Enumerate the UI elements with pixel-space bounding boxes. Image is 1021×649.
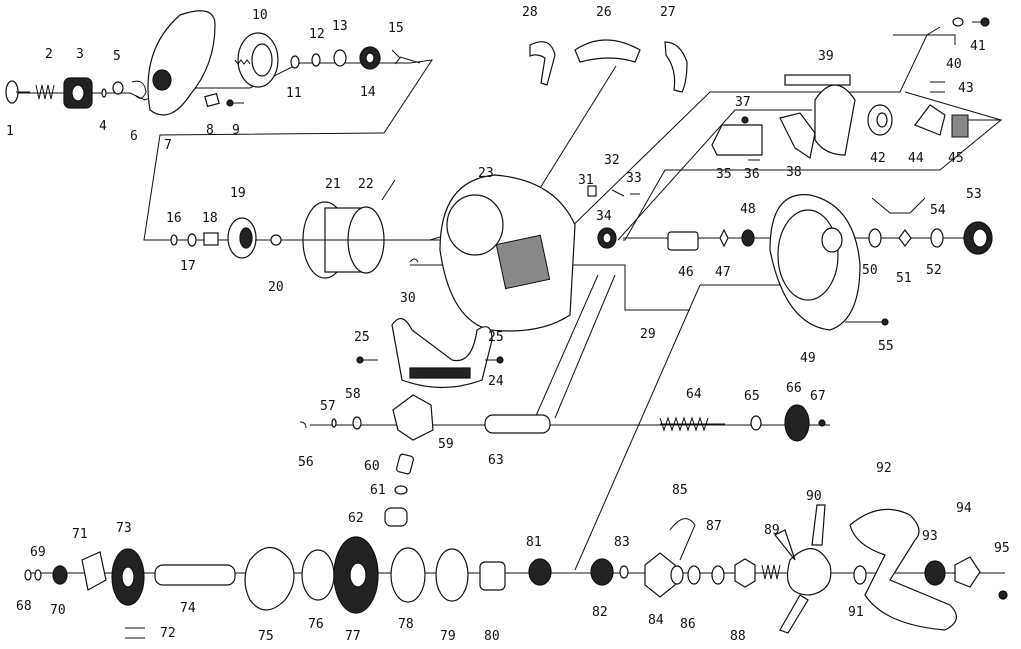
callout-label: 13 — [332, 19, 348, 34]
callout-label: 70 — [50, 603, 66, 618]
callout-label: 32 — [604, 153, 620, 168]
callout-label: 2 — [45, 47, 53, 62]
callout-label: 34 — [596, 209, 612, 224]
callout-label: 73 — [116, 521, 132, 536]
callout-label: 29 — [640, 327, 656, 342]
callout-label: 84 — [648, 613, 664, 628]
callout-label: 1 — [6, 124, 14, 139]
callout-label: 27 — [660, 5, 676, 20]
callout-label: 35 — [716, 167, 732, 182]
callout-label: 43 — [958, 81, 974, 96]
callout-label: 64 — [686, 387, 702, 402]
callout-label: 77 — [345, 629, 361, 644]
callout-label: 61 — [370, 483, 386, 498]
callout-label: 20 — [268, 280, 284, 295]
callout-label: 44 — [908, 151, 924, 166]
callout-label: 30 — [400, 291, 416, 306]
callout-label: 36 — [744, 167, 760, 182]
callout-label: 63 — [488, 453, 504, 468]
callout-label: 74 — [180, 601, 196, 616]
callout-label: 56 — [298, 455, 314, 470]
callout-label: 26 — [596, 5, 612, 20]
callout-label: 92 — [876, 461, 892, 476]
callout-label: 71 — [72, 527, 88, 542]
callout-label: 4 — [99, 119, 107, 134]
callout-label: 17 — [180, 259, 196, 274]
callout-label: 88 — [730, 629, 746, 644]
callout-label: 25 — [354, 330, 370, 345]
callout-label: 11 — [286, 86, 302, 101]
callout-labels: 1 2 3 4 5 6 7 8 9 10 11 12 13 14 15 16 1… — [6, 5, 1010, 644]
callout-label: 78 — [398, 617, 414, 632]
callout-label: 49 — [800, 351, 816, 366]
callout-label: 28 — [522, 5, 538, 20]
callout-label: 53 — [966, 187, 982, 202]
callout-label: 81 — [526, 535, 542, 550]
callout-label: 16 — [166, 211, 182, 226]
callout-label: 46 — [678, 265, 694, 280]
callout-label: 6 — [130, 129, 138, 144]
callout-label: 58 — [345, 387, 361, 402]
callout-label: 47 — [715, 265, 731, 280]
callout-label: 80 — [484, 629, 500, 644]
callout-label: 9 — [232, 123, 240, 138]
callout-label: 83 — [614, 535, 630, 550]
callout-label: 41 — [970, 39, 986, 54]
callout-label: 19 — [230, 186, 246, 201]
callout-label: 50 — [862, 263, 878, 278]
callout-label: 15 — [388, 21, 404, 36]
callout-label: 33 — [626, 171, 642, 186]
callout-label: 14 — [360, 85, 376, 100]
callout-label: 7 — [164, 138, 172, 153]
callout-label: 21 — [325, 177, 341, 192]
callout-label: 86 — [680, 617, 696, 632]
callout-label: 57 — [320, 399, 336, 414]
callout-label: 51 — [896, 271, 912, 286]
callout-label: 10 — [252, 8, 268, 23]
callout-label: 59 — [438, 437, 454, 452]
callout-label: 52 — [926, 263, 942, 278]
callout-label: 31 — [578, 173, 594, 188]
callout-label: 94 — [956, 501, 972, 516]
callout-label: 82 — [592, 605, 608, 620]
callout-label: 76 — [308, 617, 324, 632]
callout-label: 8 — [206, 123, 214, 138]
part-drawings — [5, 10, 1008, 639]
callout-label: 79 — [440, 629, 456, 644]
callout-label: 3 — [76, 47, 84, 62]
callout-label: 89 — [764, 523, 780, 538]
callout-label: 22 — [358, 177, 374, 192]
callout-label: 60 — [364, 459, 380, 474]
callout-label: 91 — [848, 605, 864, 620]
callout-label: 25 — [488, 330, 504, 345]
callout-label: 38 — [786, 165, 802, 180]
callout-label: 18 — [202, 211, 218, 226]
callout-label: 24 — [488, 374, 504, 389]
callout-label: 12 — [309, 27, 325, 42]
callout-label: 39 — [818, 49, 834, 64]
callout-label: 68 — [16, 599, 32, 614]
callout-label: 48 — [740, 202, 756, 217]
callout-label: 72 — [160, 626, 176, 641]
callout-label: 87 — [706, 519, 722, 534]
callout-label: 85 — [672, 483, 688, 498]
callout-label: 75 — [258, 629, 274, 644]
callout-label: 93 — [922, 529, 938, 544]
callout-label: 5 — [113, 49, 121, 64]
callout-label: 90 — [806, 489, 822, 504]
callout-label: 69 — [30, 545, 46, 560]
callout-label: 62 — [348, 511, 364, 526]
callout-label: 67 — [810, 389, 826, 404]
callout-label: 42 — [870, 151, 886, 166]
callout-label: 66 — [786, 381, 802, 396]
callout-label: 55 — [878, 339, 894, 354]
callout-label: 95 — [994, 541, 1010, 556]
callout-label: 40 — [946, 57, 962, 72]
callout-label: 54 — [930, 203, 946, 218]
callout-label: 65 — [744, 389, 760, 404]
callout-label: 23 — [478, 166, 494, 181]
callout-label: 37 — [735, 95, 751, 110]
callout-label: 45 — [948, 151, 964, 166]
